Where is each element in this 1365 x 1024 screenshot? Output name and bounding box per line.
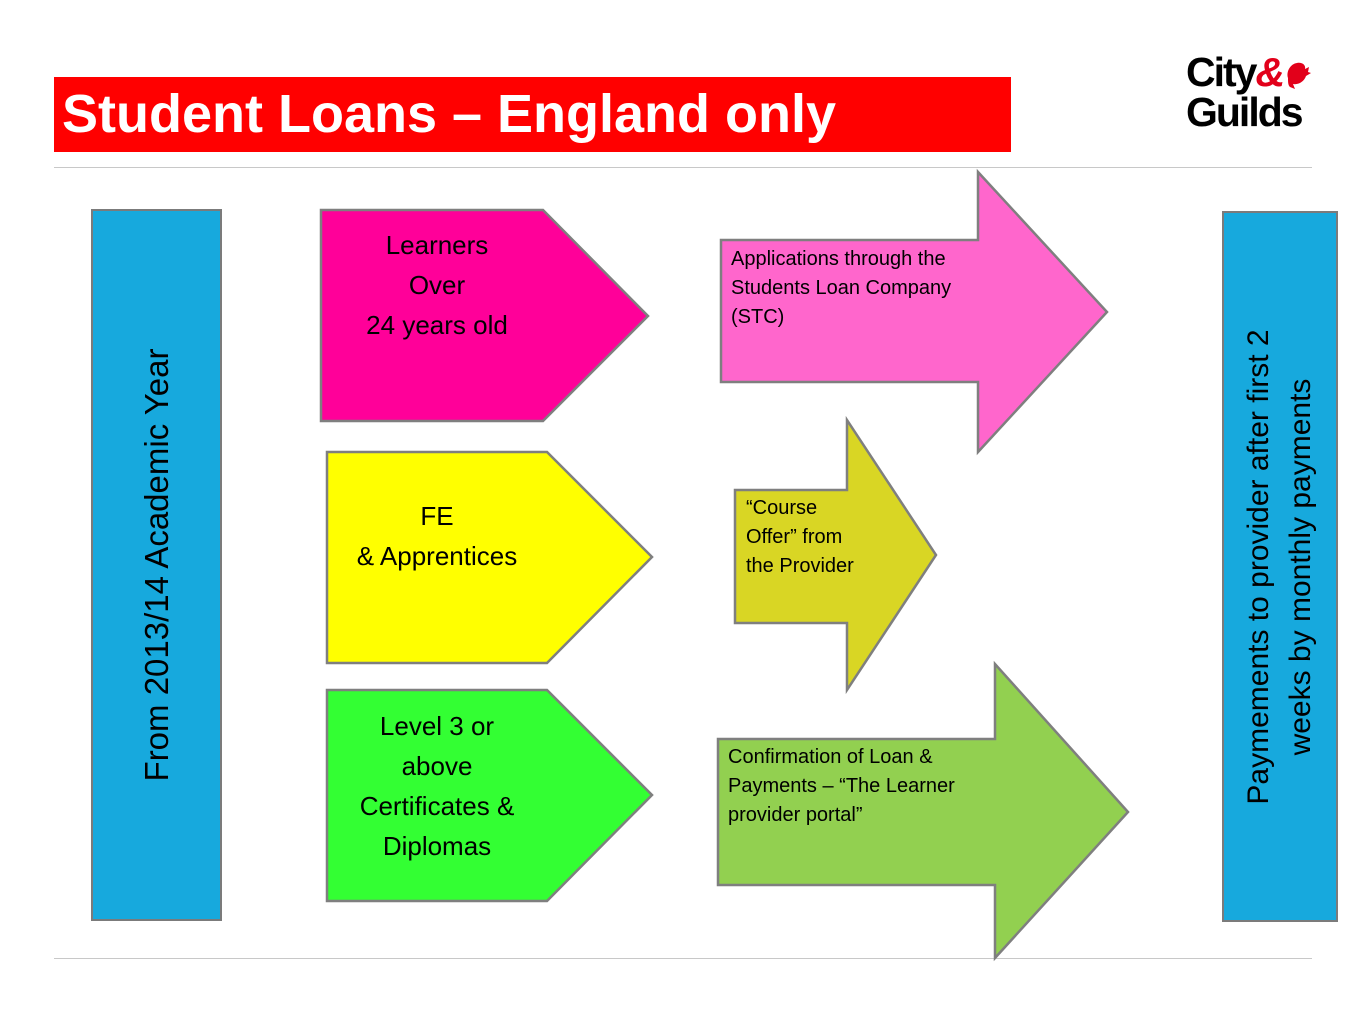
- payments-bar: Paymements to provider after first 2 wee…: [1222, 211, 1338, 922]
- academic-year-bar: From 2013/14 Academic Year: [91, 209, 222, 921]
- top-divider: [54, 167, 1312, 168]
- learners-over-24-label: Learners Over 24 years old: [366, 230, 508, 340]
- applications-arrow: [719, 168, 1109, 456]
- fe-apprentices-pentagon: [325, 450, 654, 665]
- course-offer-label: “Course Offer” from the Provider: [746, 497, 854, 577]
- lion-icon: [1287, 62, 1311, 89]
- applications-label: Applications through the Students Loan C…: [731, 248, 952, 328]
- fe-apprentices-label: FE & Apprentices: [356, 501, 518, 571]
- course-offer-arrow: [733, 415, 938, 695]
- learners-over-24-pentagon: [319, 208, 650, 423]
- page-title: Student Loans – England only: [54, 77, 1011, 152]
- city-and-guilds-logo: City& Guilds: [1186, 52, 1316, 138]
- confirmation-arrow: [716, 660, 1130, 962]
- confirmation-label: Confirmation of Loan & Payments – “The L…: [728, 746, 955, 826]
- level3-certificates-pentagon: [325, 688, 654, 903]
- bottom-divider: [54, 958, 1312, 959]
- level3-certificates-label: Level 3 or above Certificates & Diplomas: [359, 711, 515, 861]
